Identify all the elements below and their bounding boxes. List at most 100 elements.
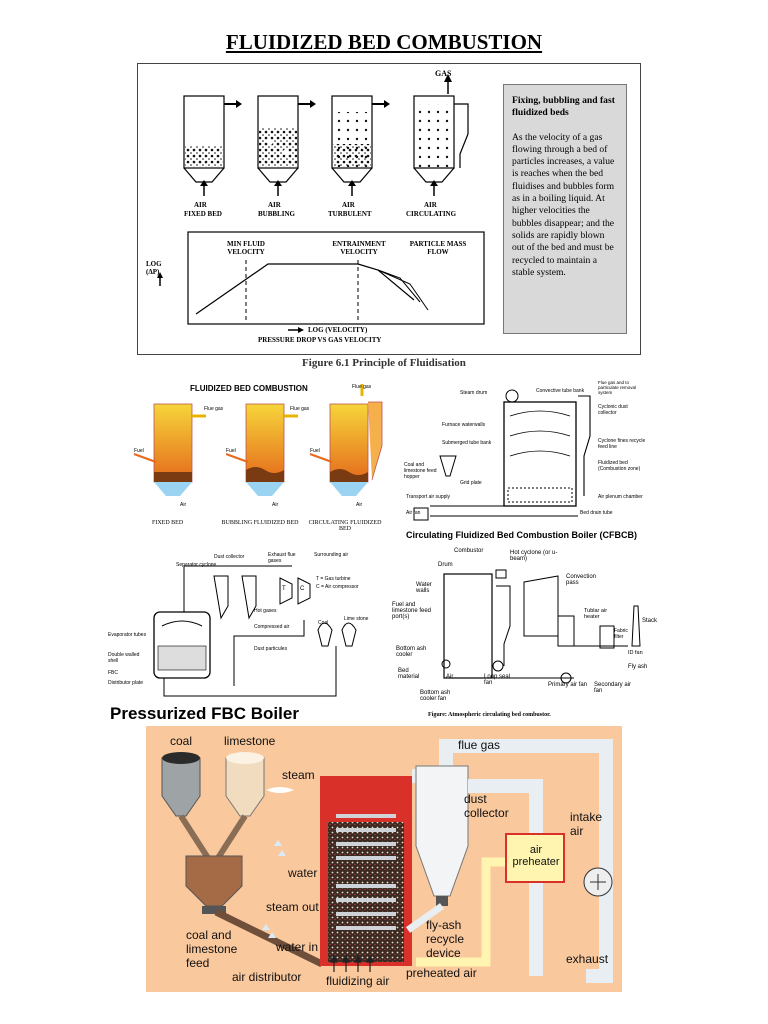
air-plenum-label: Air plenum chamber <box>598 494 643 500</box>
particle-mass-flow-label: PARTICLE MASS FLOW <box>409 240 467 256</box>
dust-particules-label: Dust particules <box>254 646 288 652</box>
fixed-bed-caption: FIXED BED <box>152 520 184 526</box>
transport-air-label: Transport air supply <box>406 494 450 500</box>
compressor-c-label: C <box>300 586 305 592</box>
convective-tube-bank-label: Convective tube bank <box>536 388 585 394</box>
acfb-diagram <box>441 569 641 684</box>
limestone-label: limestone <box>224 734 276 748</box>
min-fluid-velocity-label: MIN FLUID VELOCITY <box>227 240 265 256</box>
air-fan-label: Air fan <box>406 510 421 516</box>
fly-ash-recycle-label: fly-ash recycle device <box>426 918 465 960</box>
fly-ash-label: Fly ash <box>628 664 648 670</box>
coal-limestone-hopper-label: Coal and limestone feed hopper <box>404 462 437 480</box>
fbc-process-illustration <box>161 739 613 983</box>
entrainment-velocity-label: ENTRAINMENT VELOCITY <box>332 240 386 256</box>
bed-air-label-3: AIR <box>342 201 355 209</box>
graph-ylabel-dp: (ΔP) <box>146 268 160 276</box>
water-in-label: water in <box>276 940 319 954</box>
fuel-label-3: Fuel <box>310 448 320 454</box>
distributor-plate-label: Distributor plate <box>108 680 144 686</box>
turbine-t-label: T <box>282 586 286 592</box>
circulating-bed-caption: CIRCULATING FLUIDIZED BED <box>308 520 382 532</box>
fuel-label-1: Fuel <box>134 448 144 454</box>
circulating-bed-column <box>309 384 383 496</box>
fbc-panel-title: FLUIDIZED BED COMBUSTION <box>190 384 308 393</box>
flue-gas-label-2: Flue gas <box>290 406 310 412</box>
fluidised-beds-textbox: Fixing, bubbling and fast fluidized beds… <box>503 84 627 334</box>
circulating-bed-vessel <box>413 74 469 196</box>
bubbling-bed-column <box>225 403 298 496</box>
combustor-label: Combustor <box>454 548 484 554</box>
air-label-2: Air <box>272 502 279 508</box>
graph-xlabel: LOG (VELOCITY) <box>308 326 368 334</box>
bed-material-label: Bed material <box>398 668 420 680</box>
furnace-waterwalls-label: Furnace waterwalls <box>442 422 486 428</box>
pfbc-diagram <box>153 565 357 697</box>
textbox-body: As the velocity of a gas flowing through… <box>512 131 615 278</box>
dust-collector-label: Dust collector <box>214 554 245 560</box>
air-compressor-legend: C = Air compressor <box>316 584 359 590</box>
grid-plate-label: Grid plate <box>460 480 482 486</box>
submerged-tube-bank-label: Submerged tube bank <box>442 440 492 446</box>
fbc-label: FBC <box>108 670 118 676</box>
fluidizing-air-label: fluidizing air <box>326 974 390 988</box>
cfbcb-diagram <box>413 389 591 521</box>
bed-air-label-2: AIR <box>268 201 281 209</box>
air-label-1: Air <box>180 502 187 508</box>
graph-ylabel-log: LOG <box>146 260 162 268</box>
double-walled-shell-label: Double walled shell <box>108 652 140 664</box>
dust-collector-label: dust collector <box>464 792 509 820</box>
separator-cyclone-label: Separator cyclone <box>176 562 217 568</box>
loop-seal-fan-label: Loop seal fan <box>484 674 511 686</box>
air-distributor-label: air distributor <box>232 970 302 984</box>
stack-label: Stack <box>642 618 658 624</box>
fbc-process-diagram: coal limestone steam flue gas dust colle… <box>146 726 622 992</box>
fuel-label-2: Fuel <box>226 448 236 454</box>
fbc-types-panel: FLUIDIZED BED COMBUSTION <box>120 376 398 542</box>
acfb-caption: Figure: Atmospheric circulating bed comb… <box>428 712 551 718</box>
fluidisation-principle-figure: GAS AIR AIR AIR AIR FIXED BED BUBBLING T… <box>137 63 641 355</box>
exhaust-flue-gases-label: Exhaust flue gases <box>268 552 296 564</box>
flue-gas-label-3: Flue gas <box>352 384 372 390</box>
fixed-bed-label: FIXED BED <box>184 210 222 218</box>
fabric-filter-label: Fabric filter <box>614 628 628 640</box>
gas-turbine-legend: T = Gas turbine <box>316 576 351 582</box>
graph-subtitle: PRESSURE DROP VS GAS VELOCITY <box>258 336 382 344</box>
fixed-bed-column <box>133 403 206 496</box>
cfbcb-title: Circulating Fluidized Bed Combustion Boi… <box>406 530 637 540</box>
surrounding-air-label: Surrounding air <box>314 552 349 558</box>
page-title: FLUIDIZED BED COMBUSTION <box>225 30 543 54</box>
primary-air-fan-label: Primary air fan <box>548 682 588 688</box>
circulating-label: CIRCULATING <box>406 210 457 218</box>
convection-pass-label: Convection pass <box>566 574 597 586</box>
cfbcb-panel: Steam drum Convective tube bank Furnace … <box>400 376 648 544</box>
flue-gas-removal-label: Flue gas and to particulate removal syst… <box>598 380 637 395</box>
textbox-heading: Fixing, bubbling and fast fluidized beds <box>512 95 615 119</box>
air-label-3: Air <box>356 502 363 508</box>
bubbling-label: BUBBLING <box>258 210 295 218</box>
pfbc-title: Pressurized FBC Boiler <box>110 704 299 723</box>
coal-label: coal <box>170 734 193 748</box>
water-label: water <box>288 866 318 880</box>
hot-gases-label: Hot gases <box>254 608 277 614</box>
flue-gas-label: flue gas <box>458 738 501 752</box>
bottom-ash-cooler-fan-label: Bottom ash cooler fan <box>420 690 451 702</box>
steam-drum-label: Steam drum <box>460 390 488 396</box>
secondary-air-fan-label: Secondary air fan <box>594 682 632 694</box>
preheated-air-label: preheated air <box>406 966 477 980</box>
drum-label: Drum <box>438 562 453 568</box>
fluidized-bed-label: Fluidized bed (Combustion zone) <box>598 460 641 472</box>
flue-gas-label-1: Flue gas <box>204 406 224 412</box>
fbc-types-illustration <box>133 384 383 496</box>
compressed-air-label: Compressed air <box>254 624 290 630</box>
steam-label: steam <box>282 768 315 782</box>
cyclone-fines-label: Cyclone fines recycle feed line <box>598 438 646 450</box>
gas-label: GAS <box>435 69 452 78</box>
air-preheater-label: air preheater <box>512 844 560 868</box>
fuel-limestone-feed-label: Fuel and limestone feed port(s) <box>392 602 432 620</box>
intake-air-label: intake air <box>570 810 603 838</box>
cyclonic-dust-collector-label: Cyclonic dust collector <box>598 404 628 416</box>
exhaust-label: exhaust <box>566 952 609 966</box>
lime-stone-label: Lime stone <box>344 616 369 622</box>
figure-caption: Figure 6.1 Principle of Fluidisation <box>302 357 466 369</box>
